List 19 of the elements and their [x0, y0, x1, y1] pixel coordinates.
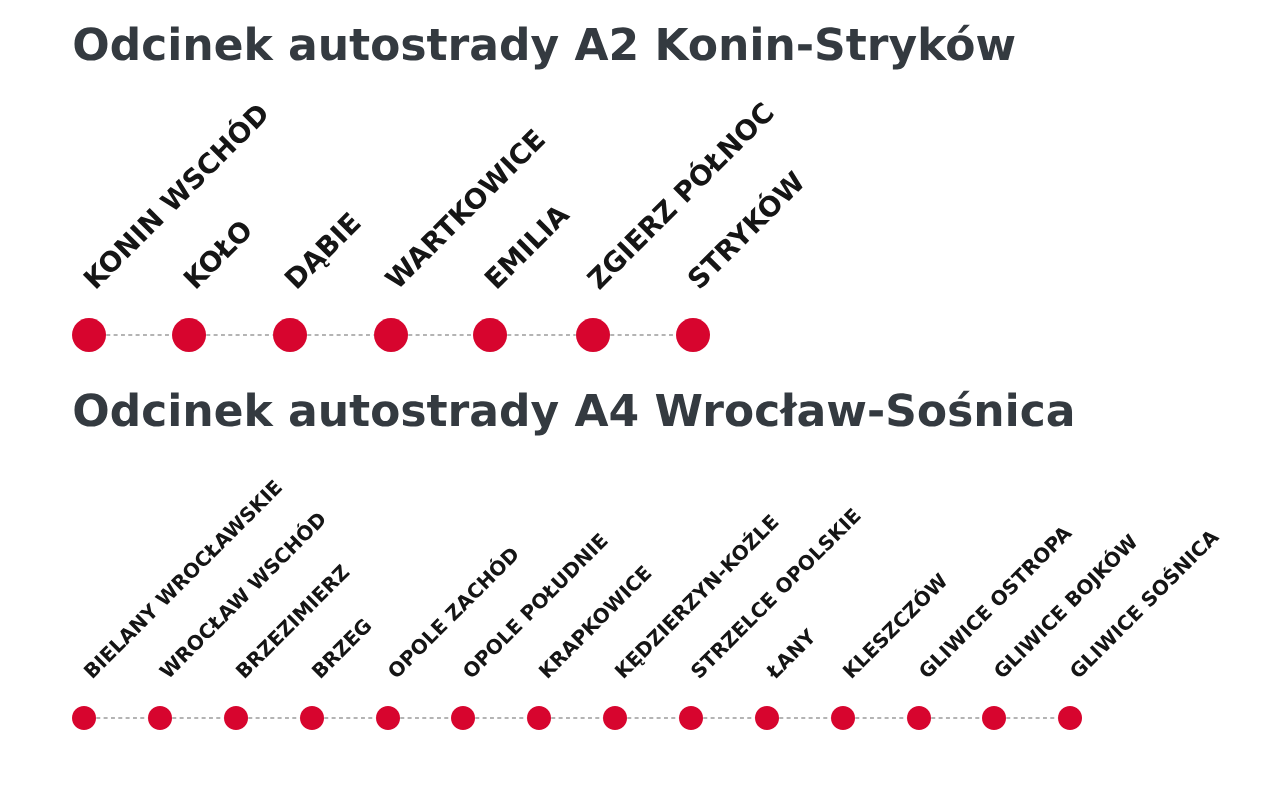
connector-line	[323, 717, 377, 719]
connector-line	[854, 717, 908, 719]
connector-line	[205, 334, 274, 336]
section-heading: Odcinek autostrady A2 Konin-Stryków	[74, 24, 1015, 70]
connector-line	[702, 717, 756, 719]
connector-line	[95, 717, 149, 719]
connector-line	[550, 717, 604, 719]
connector-line	[778, 717, 832, 719]
connector-line	[474, 717, 528, 719]
connector-line	[626, 717, 680, 719]
connector-line	[1005, 717, 1059, 719]
connector-line	[930, 717, 983, 719]
connector-line	[407, 334, 474, 336]
section-heading: Odcinek autostrady A4 Wrocław-Sośnica	[74, 390, 1073, 436]
connector-line	[506, 334, 577, 336]
connector-line	[306, 334, 375, 336]
connector-line	[171, 717, 225, 719]
connector-line	[399, 717, 452, 719]
connector-line	[247, 717, 301, 719]
